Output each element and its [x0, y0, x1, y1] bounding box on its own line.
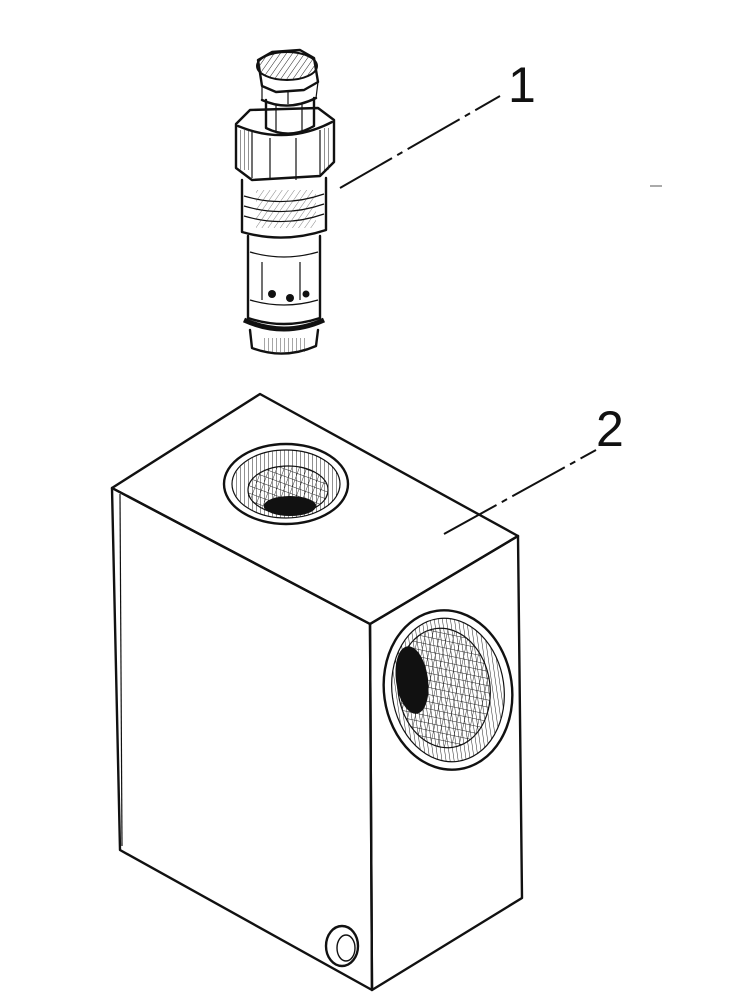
leader-line-1 — [339, 95, 501, 189]
leader-line-2 — [443, 449, 597, 535]
valve-cartridge-part — [234, 48, 336, 355]
mounting-hole — [324, 924, 360, 968]
hex-body — [234, 106, 336, 182]
block-front-face — [110, 486, 374, 992]
threaded-section — [240, 176, 328, 239]
o-ring-tip — [242, 317, 326, 355]
valve-block-part — [110, 392, 524, 992]
callout-label-2: 2 — [596, 401, 624, 457]
top-port — [222, 442, 350, 526]
side-port — [382, 609, 514, 771]
adjusting-nut — [256, 48, 320, 107]
callout-label-1: 1 — [508, 57, 536, 113]
block-side-face — [368, 534, 524, 992]
spool-body — [246, 234, 322, 326]
